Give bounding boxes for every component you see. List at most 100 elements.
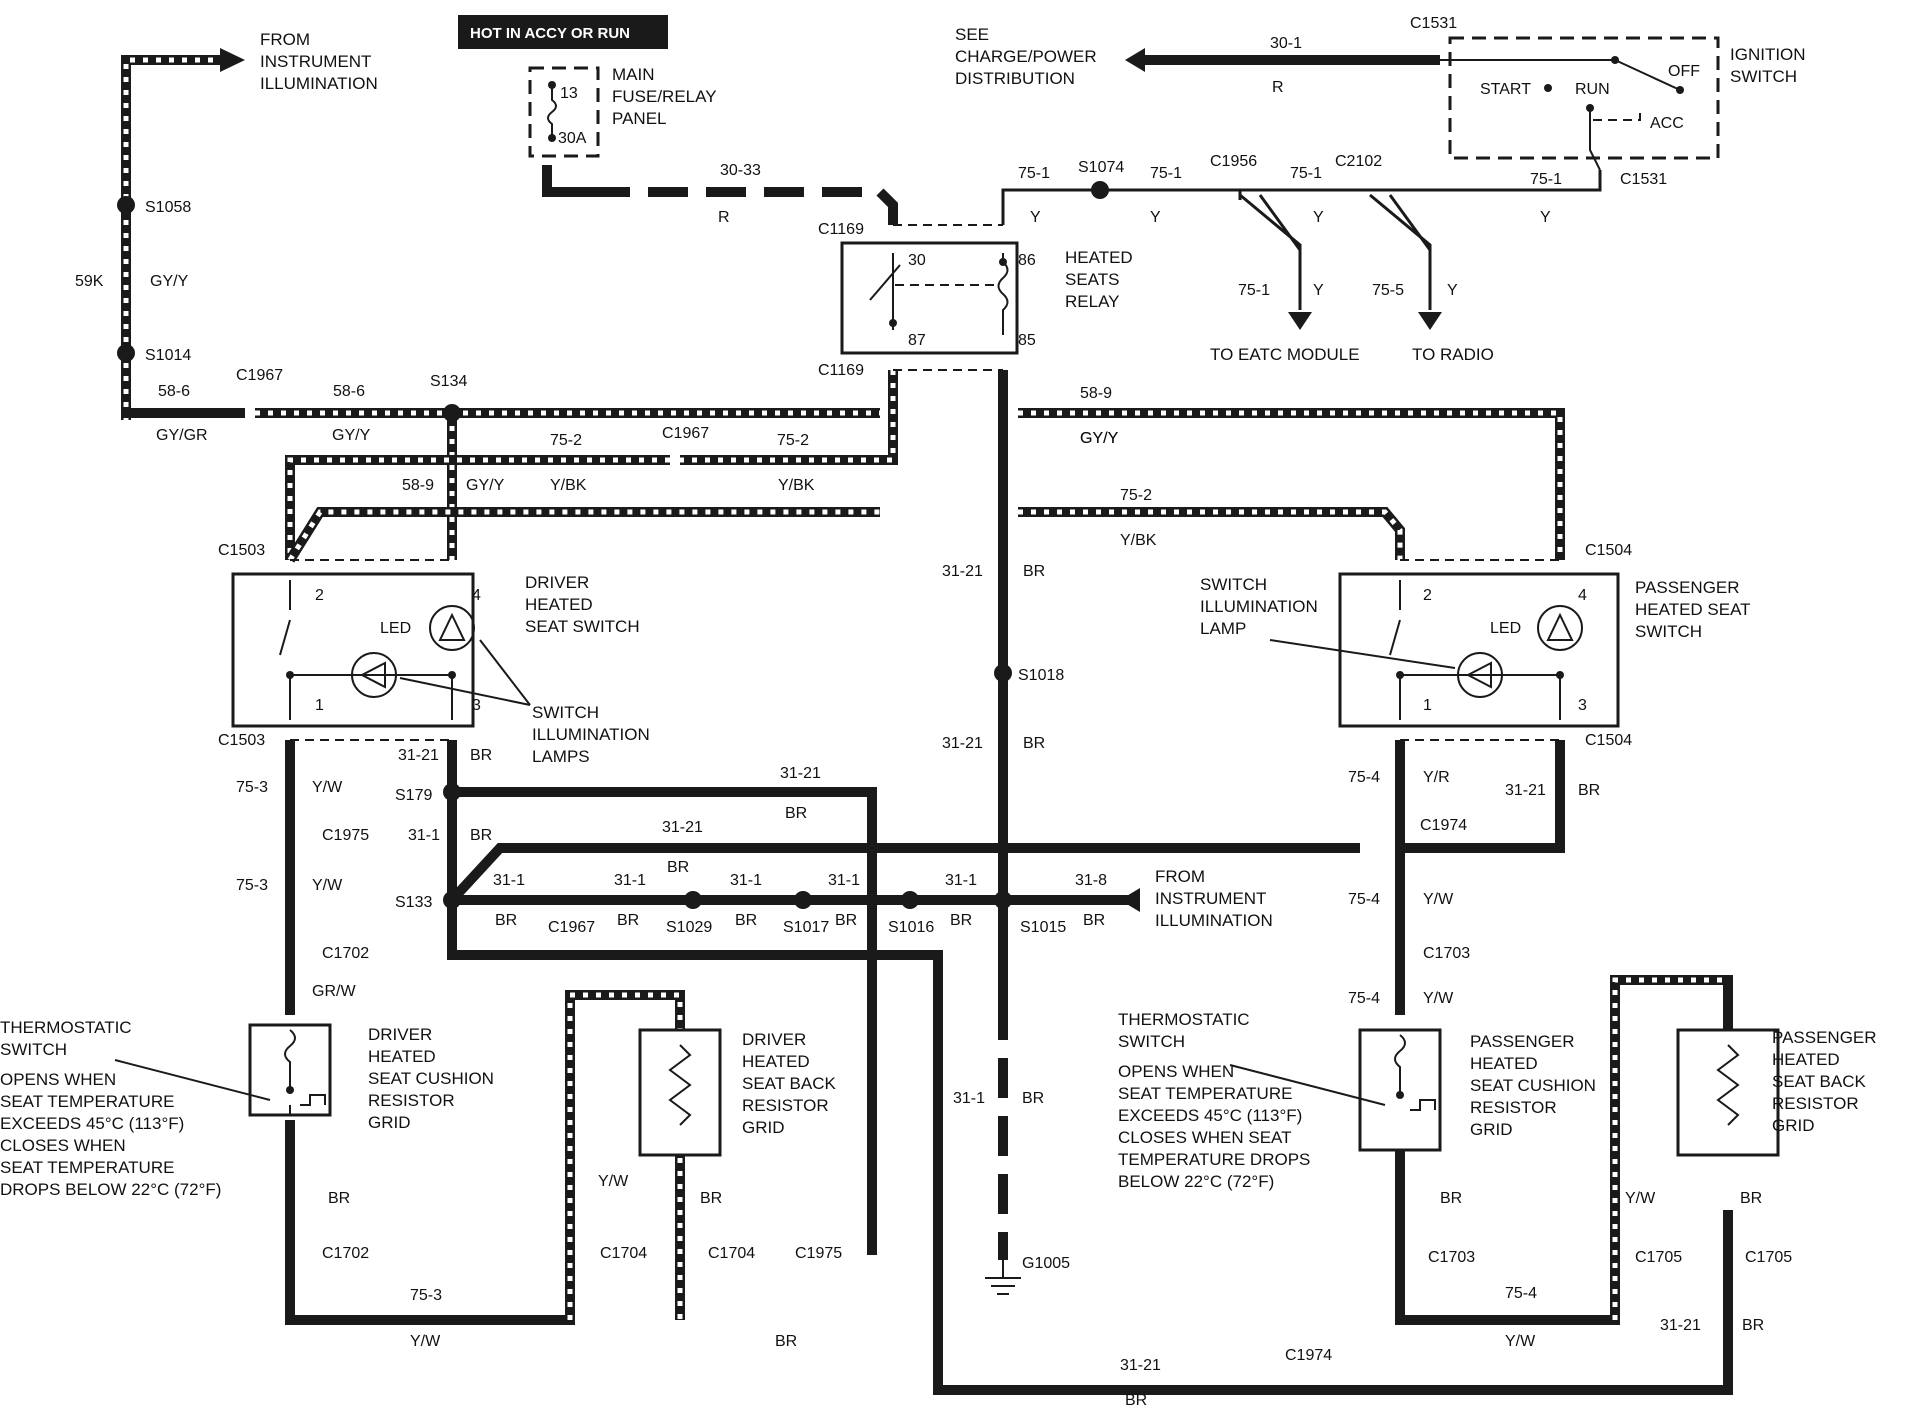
wire-label-c1169a: C1169 [818, 221, 864, 238]
wire-label-w75_2c: 75-2 [1120, 487, 1152, 504]
wire-label-yw5: Y/W [598, 1173, 629, 1190]
wire-label-w58_6a: 58-6 [158, 383, 190, 400]
svg-text:2: 2 [315, 587, 324, 604]
ignition-switch-box [1448, 36, 1720, 160]
wire-label-w31_1d: 31-1 [730, 872, 762, 889]
splice-s1074 [1091, 181, 1109, 199]
wires [121, 55, 1733, 1395]
wire-label-br12: BR [950, 912, 972, 929]
wire-label-br5: BR [1578, 782, 1600, 799]
wire-label-c1504b: C1504 [1585, 732, 1632, 749]
wire-label-s1017: S1017 [783, 919, 829, 936]
wire-label-w30_1: 30-1 [1270, 35, 1302, 52]
wire-label-w59k: 59K [75, 273, 104, 290]
wire-label-c1967c: C1967 [548, 919, 595, 936]
wire-label-c1702a: C1702 [322, 945, 369, 962]
svg-text:2: 2 [1423, 587, 1432, 604]
svg-text:1: 1 [315, 697, 324, 714]
wire-label-ybk2: Y/BK [778, 477, 815, 494]
wire-label-c1704a: C1704 [600, 1245, 647, 1262]
wire-label-br19: BR [775, 1333, 797, 1350]
svg-text:85: 85 [1018, 332, 1036, 349]
wire-label-c1974b: C1974 [1285, 1347, 1332, 1364]
wire-label-ybk3: Y/BK [1120, 532, 1157, 549]
wire-label-gyy5: GY/Y [1080, 430, 1119, 447]
wire-label-w75_1e: 75-1 [1238, 282, 1270, 299]
banner-text: HOT IN ACCY OR RUN [470, 25, 630, 42]
led-icon [1537, 605, 1583, 651]
wire-label-gyy2: GY/Y [332, 427, 371, 444]
wire-label-gyy3: GY/Y [466, 477, 505, 494]
wire-label-br21: BR [1125, 1392, 1147, 1408]
passenger-switch-box [1338, 572, 1620, 728]
wire-label-w75_3c: 75-3 [410, 1287, 442, 1304]
wire-label-c1703a: C1703 [1423, 945, 1470, 962]
splice-s1058 [117, 196, 135, 214]
wire-label-c1956: C1956 [1210, 153, 1257, 170]
banner-box [458, 15, 668, 49]
fuse-num: 13 [560, 85, 578, 102]
wire-label-w75_1d: 75-1 [1530, 171, 1562, 188]
wire-label-w75_3b: 75-3 [236, 877, 268, 894]
wire-label-br14: BR [1022, 1090, 1044, 1107]
wire-label-w31_21f: 31-21 [662, 819, 703, 836]
wire-label-br2: BR [1023, 735, 1045, 752]
wire-label-s1029: S1029 [666, 919, 712, 936]
ign-run: RUN [1575, 81, 1610, 98]
wire-label-w75_1a: 75-1 [1018, 165, 1050, 182]
wire-label-w31_8: 31-8 [1075, 872, 1107, 889]
led-icon [429, 605, 475, 651]
svg-text:3: 3 [472, 697, 481, 714]
thin-wires [1001, 170, 1602, 310]
relay-coil-icon [997, 253, 1009, 335]
wire-label-w75_2a: 75-2 [550, 432, 582, 449]
wire-label-c1974a: C1974 [1420, 817, 1467, 834]
wire-label-br3: BR [470, 747, 492, 764]
svg-text:30: 30 [908, 252, 926, 269]
wire-label-br13: BR [1083, 912, 1105, 929]
wire-label-yw7: Y/W [410, 1333, 441, 1350]
wire-label-br1: BR [1023, 563, 1045, 580]
wire-label-w30_33: 30-33 [720, 162, 761, 179]
splice-s1014 [117, 344, 135, 362]
wire-label-w31_21c: 31-21 [398, 747, 439, 764]
wire-label-y2: Y [1150, 209, 1161, 226]
wire-label-s1018: S1018 [1018, 667, 1064, 684]
svg-text:87: 87 [908, 332, 926, 349]
wire-label-w75_3a: 75-3 [236, 779, 268, 796]
wire-label-br17: BR [1440, 1190, 1462, 1207]
ground-icon [985, 1260, 1021, 1295]
wire-label-br11: BR [835, 912, 857, 929]
wire-label-br20: BR [1742, 1317, 1764, 1334]
wire-label-s133: S133 [395, 894, 432, 911]
svg-text:4: 4 [1578, 587, 1587, 604]
wire-label-w75_4a: 75-4 [1348, 769, 1380, 786]
ign-start: START [1480, 81, 1531, 98]
wire-label-c1705a: C1705 [1635, 1249, 1682, 1266]
wire-label-w31_21d: 31-21 [780, 765, 821, 782]
wire-label-w31_21g: 31-21 [1660, 1317, 1701, 1334]
wire-label-w31_1g: 31-1 [953, 1090, 985, 1107]
wire-label-c1531a: C1531 [1410, 15, 1457, 32]
wire-label-y3: Y [1313, 209, 1324, 226]
fuse-icon [547, 85, 557, 138]
wire-label-gygr: GY/GR [156, 427, 208, 444]
wire-label-w31_21b: 31-21 [942, 735, 983, 752]
splice-s133 [443, 891, 461, 909]
wire-label-br7: BR [667, 859, 689, 876]
wire-label-s134: S134 [430, 373, 467, 390]
heated-seats-relay-box [840, 241, 1019, 355]
wire-label-c1967a: C1967 [236, 367, 283, 384]
wire-label-c1169b: C1169 [818, 362, 864, 379]
splice-s1015 [994, 891, 1012, 909]
wire-label-w75_1c: 75-1 [1290, 165, 1322, 182]
